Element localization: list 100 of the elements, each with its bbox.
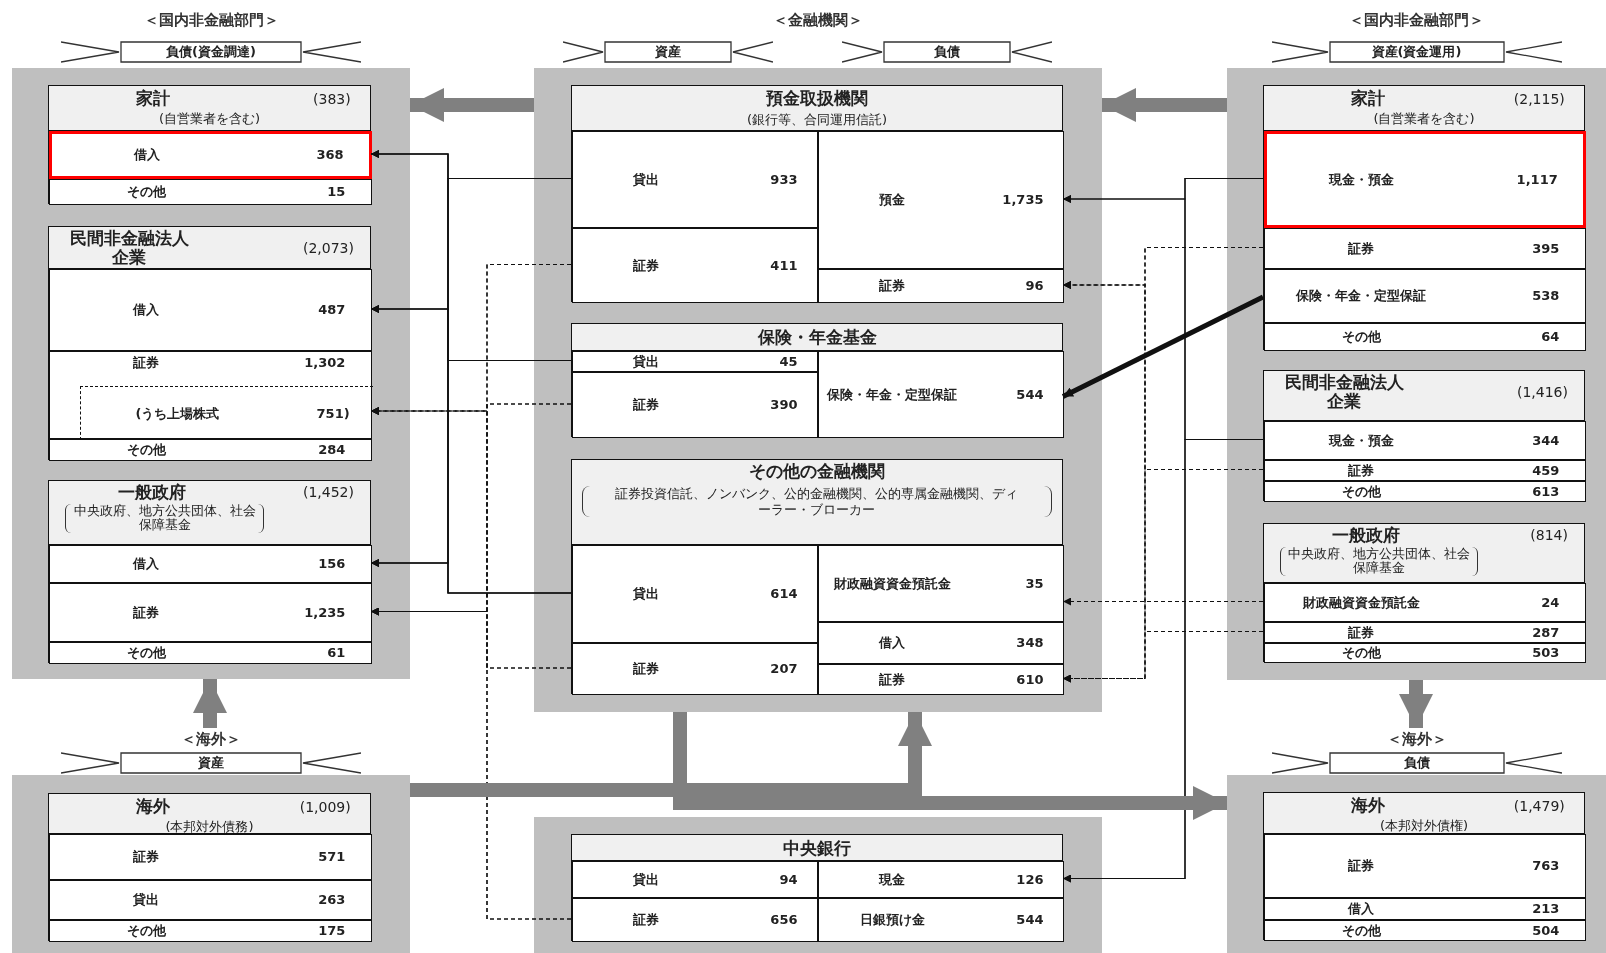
table-row [1264, 323, 1586, 351]
table-row [1264, 481, 1586, 502]
item-value: 368 [316, 147, 344, 163]
sector-total: (814) [1530, 527, 1568, 543]
table-row [1264, 643, 1586, 663]
sector-box [1263, 370, 1585, 501]
sector-total: (1,009) [299, 799, 351, 815]
table-row [49, 179, 372, 205]
table-row [49, 880, 372, 920]
table-row [1264, 228, 1586, 269]
sector-title: 預金取扱機関 [765, 89, 869, 108]
item-label: 証券 [1347, 625, 1375, 640]
item-label: 現金・預金 [1327, 433, 1395, 448]
flow-arrow [1399, 680, 1433, 728]
item-label: 貸出 [632, 172, 661, 187]
section-heading: ＜国内非金融部門＞ [1348, 11, 1485, 30]
item-value: 751) [316, 406, 350, 421]
item-label: 借入 [131, 556, 161, 572]
section-heading: ＜国内非金融部門＞ [142, 11, 280, 30]
item-value: 1,735 [1002, 192, 1044, 208]
flow-arrow [410, 712, 932, 797]
table-row [1264, 583, 1586, 622]
sector-total: (1,452) [302, 484, 354, 500]
sector-title: 中央銀行 [782, 838, 852, 857]
table-row [572, 228, 818, 303]
table-row [49, 131, 372, 179]
item-label: 保険・年金・定型保証 [1294, 288, 1427, 304]
item-value: 213 [1532, 901, 1560, 917]
item-value: 156 [318, 556, 346, 572]
table-row [1264, 920, 1586, 941]
ribbon-label: 負債 [1271, 752, 1562, 774]
sector-total: (2,073) [302, 240, 354, 256]
item-value: 459 [1532, 463, 1560, 478]
item-value: 613 [1532, 484, 1560, 499]
sector-total: (1,416) [1517, 384, 1568, 400]
table-row [818, 351, 1064, 438]
table-row [572, 351, 818, 372]
item-label: 証券 [632, 661, 661, 677]
item-label: 証券 [132, 849, 161, 865]
item-label: 借入 [877, 635, 907, 651]
item-label: その他 [1340, 923, 1382, 938]
sector-title: 一般政府 [1331, 526, 1402, 545]
item-value: 1,117 [1516, 172, 1558, 187]
item-label: その他 [1340, 484, 1382, 499]
sector-title: 民間非金融法人企業 [68, 229, 190, 267]
table-row [49, 545, 372, 583]
ribbon-label: 負債 [841, 41, 1052, 63]
item-label: 保険・年金・定型保証 [825, 387, 959, 402]
item-label: 証券 [632, 397, 661, 413]
sector-subtitle: (銀行等、合同運用信託) [745, 111, 889, 129]
item-label: 財政融資資金預託金 [1301, 595, 1421, 610]
table-row [572, 131, 818, 228]
sector-subtitle: (本邦対外債務) [164, 818, 255, 836]
ribbon-label: 資産 [563, 41, 774, 63]
item-label: 日銀預け金 [858, 912, 926, 928]
section-heading: ＜海外＞ [180, 730, 242, 749]
item-label: その他 [1340, 329, 1382, 345]
item-label: 借入 [131, 302, 161, 318]
arrow [1062, 597, 1264, 606]
table-row [818, 545, 1064, 622]
item-value: 411 [770, 258, 798, 273]
item-value: 96 [1025, 278, 1044, 294]
item-label: 証券 [132, 605, 161, 620]
ribbon-label: 資産 [61, 752, 361, 774]
table-row [49, 583, 372, 642]
item-label: 現金・預金 [1327, 172, 1396, 187]
table-row [572, 898, 818, 942]
sector-subtitle: (自営業者を含む) [1372, 110, 1476, 128]
item-value: 538 [1532, 288, 1560, 304]
item-label: 貸出 [632, 354, 661, 369]
table-row [1264, 131, 1586, 228]
item-label: その他 [1340, 645, 1382, 661]
item-label: 借入 [132, 147, 162, 163]
item-label: 預金 [878, 192, 907, 208]
sector-panel [1227, 728, 1606, 953]
flow-arrow [410, 88, 534, 122]
table-row [572, 861, 818, 898]
item-value: 15 [327, 184, 346, 200]
sector-box [571, 85, 1063, 302]
table-row [818, 664, 1064, 695]
item-value: 614 [770, 586, 798, 602]
item-value: 284 [318, 442, 346, 458]
table-row [1264, 421, 1586, 460]
item-label: その他 [125, 645, 167, 661]
item-value: 126 [1016, 872, 1044, 887]
sector-title: 保険・年金基金 [756, 327, 878, 347]
item-label: (うち上場株式 [134, 406, 221, 421]
table-row [1264, 460, 1586, 481]
item-value: 763 [1532, 858, 1560, 874]
sector-box [571, 834, 1063, 941]
item-label: 借入 [1346, 901, 1375, 917]
table-row [818, 622, 1064, 664]
item-label: 現金 [877, 872, 907, 887]
sector-box [1263, 792, 1585, 940]
sector-subtitle: (自営業者を含む) [157, 110, 262, 128]
sector-note: 中央政府、地方公共団体、社会保障基金 [65, 504, 265, 533]
item-label: その他 [125, 442, 167, 458]
sector-title: 海外 [1350, 796, 1386, 815]
item-value: 544 [1016, 387, 1044, 402]
table-row [49, 269, 372, 351]
